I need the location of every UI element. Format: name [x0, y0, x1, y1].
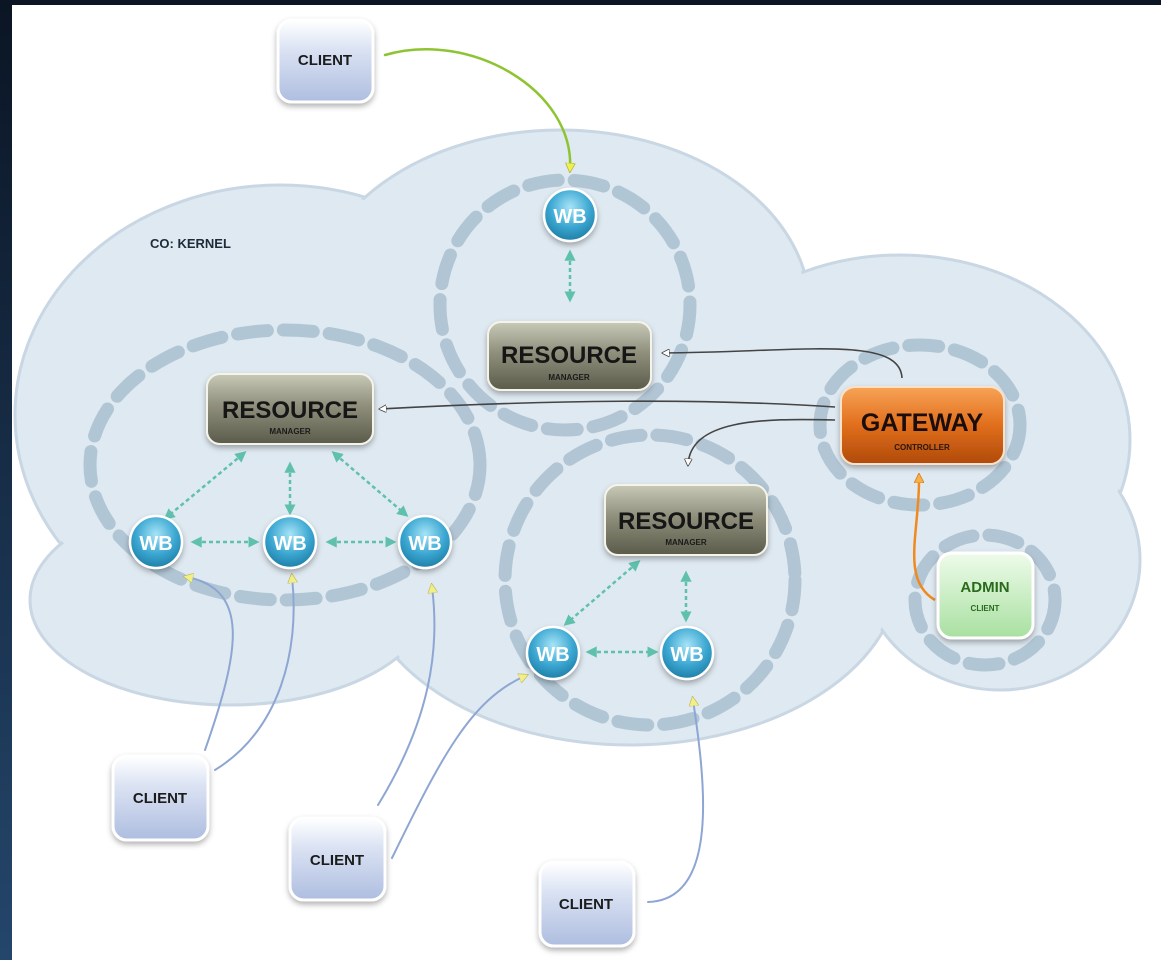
- rm-right-subtitle: MANAGER: [665, 538, 707, 547]
- gateway-controller[interactable]: GATEWAY CONTROLLER: [840, 386, 1005, 465]
- rm-top-title: RESOURCE: [501, 342, 637, 369]
- wb-nodes: WB WB WB WB WB WB: [128, 187, 715, 681]
- client-label: CLIENT: [310, 852, 364, 869]
- wb-links: [163, 249, 692, 658]
- wb-label: WB: [553, 206, 586, 228]
- client-label: CLIENT: [298, 52, 352, 69]
- wb-node[interactable]: WB: [542, 187, 598, 243]
- resource-manager-right[interactable]: RESOURCE MANAGER: [604, 484, 768, 556]
- admin-client[interactable]: ADMIN CLIENT: [936, 551, 1035, 640]
- admin-link: [912, 477, 936, 602]
- resource-manager-left[interactable]: RESOURCE MANAGER: [206, 373, 374, 445]
- client-node[interactable]: CLIENT: [538, 860, 636, 948]
- resource-manager-top[interactable]: RESOURCE MANAGER: [487, 321, 652, 391]
- gateway-subtitle: CONTROLLER: [894, 443, 950, 452]
- wb-label: WB: [139, 533, 172, 555]
- wb-node[interactable]: WB: [262, 514, 318, 570]
- frame-left: [0, 0, 12, 960]
- client-label: CLIENT: [133, 790, 187, 807]
- wb-node[interactable]: WB: [397, 514, 453, 570]
- client-nodes: CLIENT CLIENT CLIENT CLIENT: [111, 18, 636, 948]
- region-label: CO: KERNEL: [150, 236, 231, 251]
- client-node[interactable]: CLIENT: [288, 816, 387, 902]
- wb-node[interactable]: WB: [128, 514, 184, 570]
- rm-right-title: RESOURCE: [618, 508, 754, 535]
- wb-label: WB: [670, 644, 703, 666]
- wb-label: WB: [536, 644, 569, 666]
- client-label: CLIENT: [559, 896, 613, 913]
- rm-left-title: RESOURCE: [222, 397, 358, 424]
- client-node[interactable]: CLIENT: [276, 18, 375, 104]
- client-node[interactable]: CLIENT: [111, 754, 210, 842]
- gateway-links: [380, 348, 903, 465]
- wb-node[interactable]: WB: [659, 625, 715, 681]
- rm-left-subtitle: MANAGER: [269, 427, 311, 436]
- admin-title: ADMIN: [960, 579, 1009, 596]
- wb-label: WB: [408, 533, 441, 555]
- admin-subtitle: CLIENT: [971, 604, 1000, 613]
- frame-top: [0, 0, 1161, 5]
- rm-top-subtitle: MANAGER: [548, 373, 590, 382]
- gateway-title: GATEWAY: [861, 409, 984, 437]
- cluster-rings: [83, 173, 1062, 732]
- wb-node[interactable]: WB: [525, 625, 581, 681]
- wb-label: WB: [273, 533, 306, 555]
- client-links: [187, 48, 705, 903]
